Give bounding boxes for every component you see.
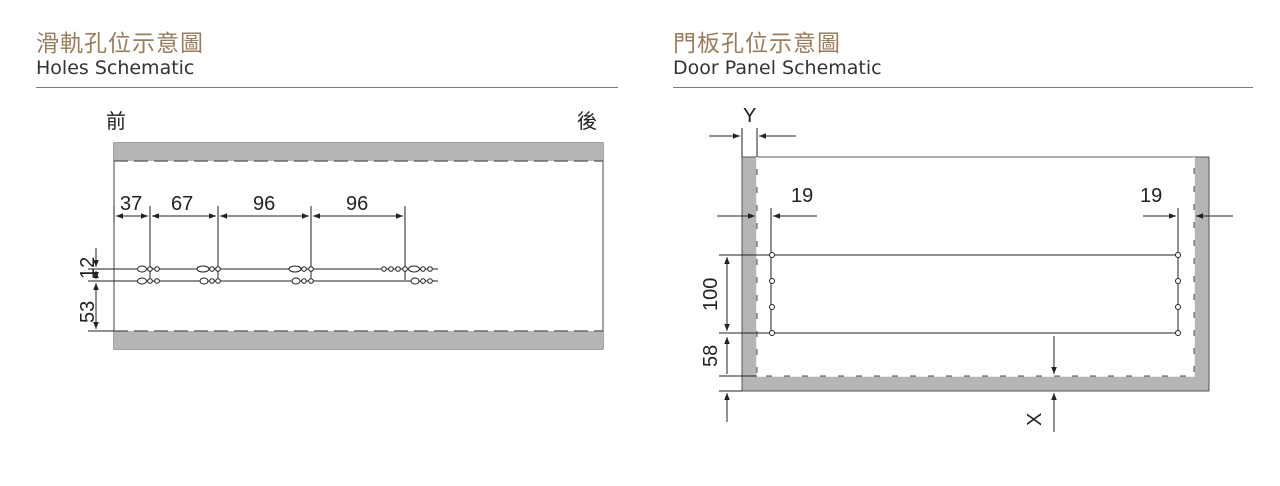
label-x: X	[1024, 413, 1046, 426]
dim-12: 12	[77, 257, 99, 279]
dim-19-left-group	[717, 208, 817, 335]
dim-53: 53	[77, 301, 99, 323]
dim-58: 58	[700, 345, 722, 367]
door-hole-lines	[719, 254, 1178, 334]
label-back: 後	[577, 110, 597, 133]
door-title-zh: 門板孔位示意圖	[673, 31, 841, 57]
dim-100: 100	[700, 278, 722, 311]
hole-cluster-1	[137, 265, 160, 285]
hole-cluster-2	[196, 265, 221, 285]
door-holes	[769, 252, 1181, 336]
vertical-dim-chain	[88, 248, 114, 332]
rail-bottom-band	[114, 331, 603, 349]
door-diagram: Y 19 19	[700, 105, 1233, 432]
door-panel-inner-dashed	[756, 157, 1195, 377]
holes-diagram: 前 後 37 67 96 96	[77, 110, 604, 350]
dim-y-group	[709, 128, 796, 157]
holes-title-divider	[36, 87, 618, 88]
label-y: Y	[743, 105, 756, 127]
hole-cluster-4	[381, 265, 433, 285]
hole-cluster-3	[288, 265, 314, 285]
dim-67: 67	[171, 193, 193, 215]
holes-title-zh: 滑軌孔位示意圖	[36, 31, 204, 57]
dim-37: 37	[120, 193, 142, 215]
door-title-en: Door Panel Schematic	[673, 57, 882, 79]
holes-title-en: Holes Schematic	[36, 57, 195, 79]
dim-96-a: 96	[253, 193, 275, 215]
rail-body	[113, 142, 604, 350]
door-title-divider	[673, 87, 1253, 88]
dim-19-right: 19	[1140, 185, 1162, 207]
dim-19-right-group	[1143, 208, 1233, 335]
dim-vertical-group	[719, 257, 757, 422]
dim-96-b: 96	[346, 193, 368, 215]
rail-top-band	[114, 143, 603, 161]
dim-19-left: 19	[791, 185, 813, 207]
label-front: 前	[106, 110, 126, 133]
